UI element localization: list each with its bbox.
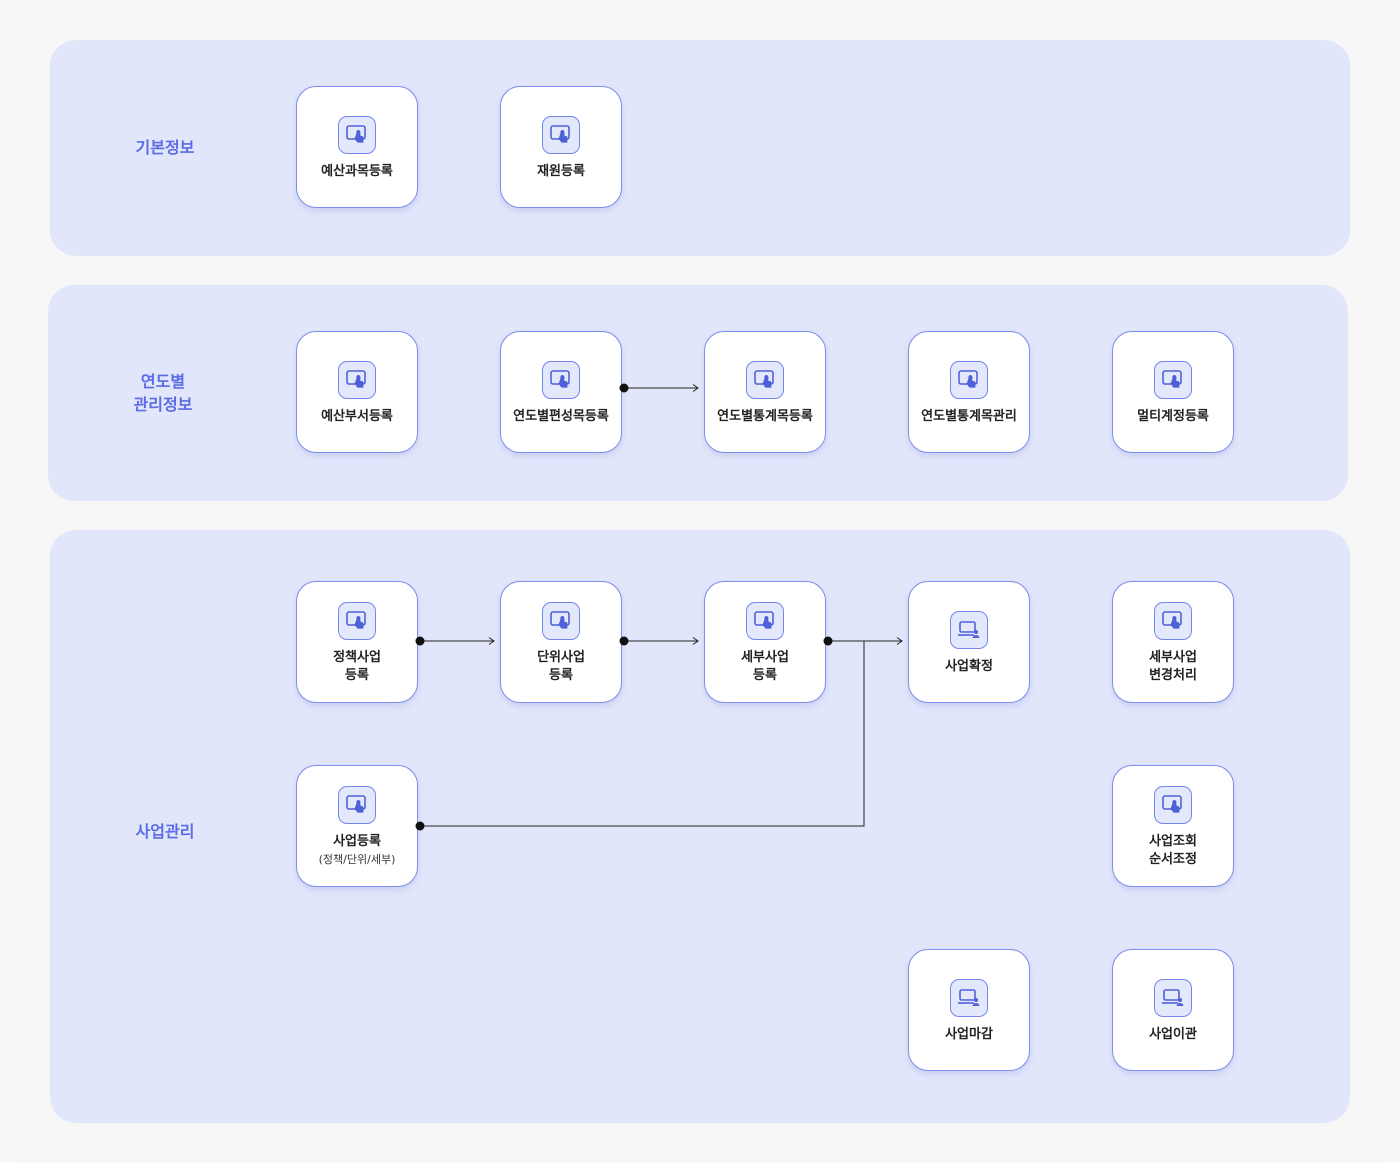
node-yearly-stat-item-management[interactable]: 연도별통계목관리	[908, 331, 1030, 453]
node-detail-project-change[interactable]: 세부사업 변경처리	[1112, 581, 1234, 703]
node-label: 연도별편성목등록	[513, 409, 609, 424]
laptop-user-icon	[950, 979, 988, 1017]
node-label: 세부사업 변경처리	[1149, 650, 1197, 683]
section-label-project-management: 사업관리	[135, 822, 195, 841]
node-yearly-stat-item-registration[interactable]: 연도별통계목등록	[704, 331, 826, 453]
laptop-user-icon	[1154, 979, 1192, 1017]
connector-budget-item-to-stat-item	[619, 383, 699, 393]
node-budget-dept-registration[interactable]: 예산부서등록	[296, 331, 418, 453]
connector-registration-to-confirmation	[415, 641, 865, 831]
node-policy-project-registration[interactable]: 정책사업 등록	[296, 581, 418, 703]
touch-screen-icon	[746, 361, 784, 399]
touch-screen-icon	[1154, 786, 1192, 824]
node-label: 단위사업 등록	[537, 650, 585, 683]
node-sublabel: (정책/단위/세부)	[318, 853, 396, 866]
touch-screen-icon	[542, 116, 580, 154]
node-label: 정책사업 등록	[333, 650, 381, 683]
node-unit-project-registration[interactable]: 단위사업 등록	[500, 581, 622, 703]
node-detail-project-registration[interactable]: 세부사업 등록	[704, 581, 826, 703]
node-label: 재원등록	[537, 164, 585, 179]
node-project-transfer[interactable]: 사업이관	[1112, 949, 1234, 1071]
node-project-order-adjustment[interactable]: 사업조회 순서조정	[1112, 765, 1234, 887]
node-funding-source-registration[interactable]: 재원등록	[500, 86, 622, 208]
section-basic-info	[50, 40, 1350, 256]
touch-screen-icon	[338, 602, 376, 640]
node-yearly-budget-item-registration[interactable]: 연도별편성목등록	[500, 331, 622, 453]
touch-screen-icon	[542, 361, 580, 399]
node-project-confirmation[interactable]: 사업확정	[908, 581, 1030, 703]
section-label-yearly-info: 연도별 관리정보	[133, 372, 193, 414]
node-label: 사업마감	[945, 1027, 993, 1042]
node-multi-account-registration[interactable]: 멀티계정등록	[1112, 331, 1234, 453]
connector-policy-to-unit	[415, 636, 495, 646]
node-project-closing[interactable]: 사업마감	[908, 949, 1030, 1071]
node-label: 세부사업 등록	[741, 650, 789, 683]
touch-screen-icon	[338, 786, 376, 824]
touch-screen-icon	[338, 116, 376, 154]
connector-unit-to-detail	[619, 636, 699, 646]
touch-screen-icon	[1154, 361, 1192, 399]
node-budget-item-registration[interactable]: 예산과목등록	[296, 86, 418, 208]
node-label: 사업이관	[1149, 1027, 1197, 1042]
touch-screen-icon	[338, 361, 376, 399]
touch-screen-icon	[746, 602, 784, 640]
node-label: 예산부서등록	[321, 409, 393, 424]
section-label-basic-info: 기본정보	[135, 138, 195, 157]
touch-screen-icon	[1154, 602, 1192, 640]
touch-screen-icon	[950, 361, 988, 399]
node-label: 사업확정	[945, 659, 993, 674]
touch-screen-icon	[542, 602, 580, 640]
node-label: 멀티계정등록	[1137, 409, 1209, 424]
laptop-user-icon	[950, 611, 988, 649]
connector-detail-to-confirmation	[823, 636, 903, 646]
node-label: 사업등록	[333, 834, 381, 849]
node-label: 연도별통계목관리	[921, 409, 1017, 424]
node-label: 사업조회 순서조정	[1149, 834, 1197, 867]
node-label: 연도별통계목등록	[717, 409, 813, 424]
node-project-registration-all[interactable]: 사업등록 (정책/단위/세부)	[296, 765, 418, 887]
node-label: 예산과목등록	[321, 164, 393, 179]
